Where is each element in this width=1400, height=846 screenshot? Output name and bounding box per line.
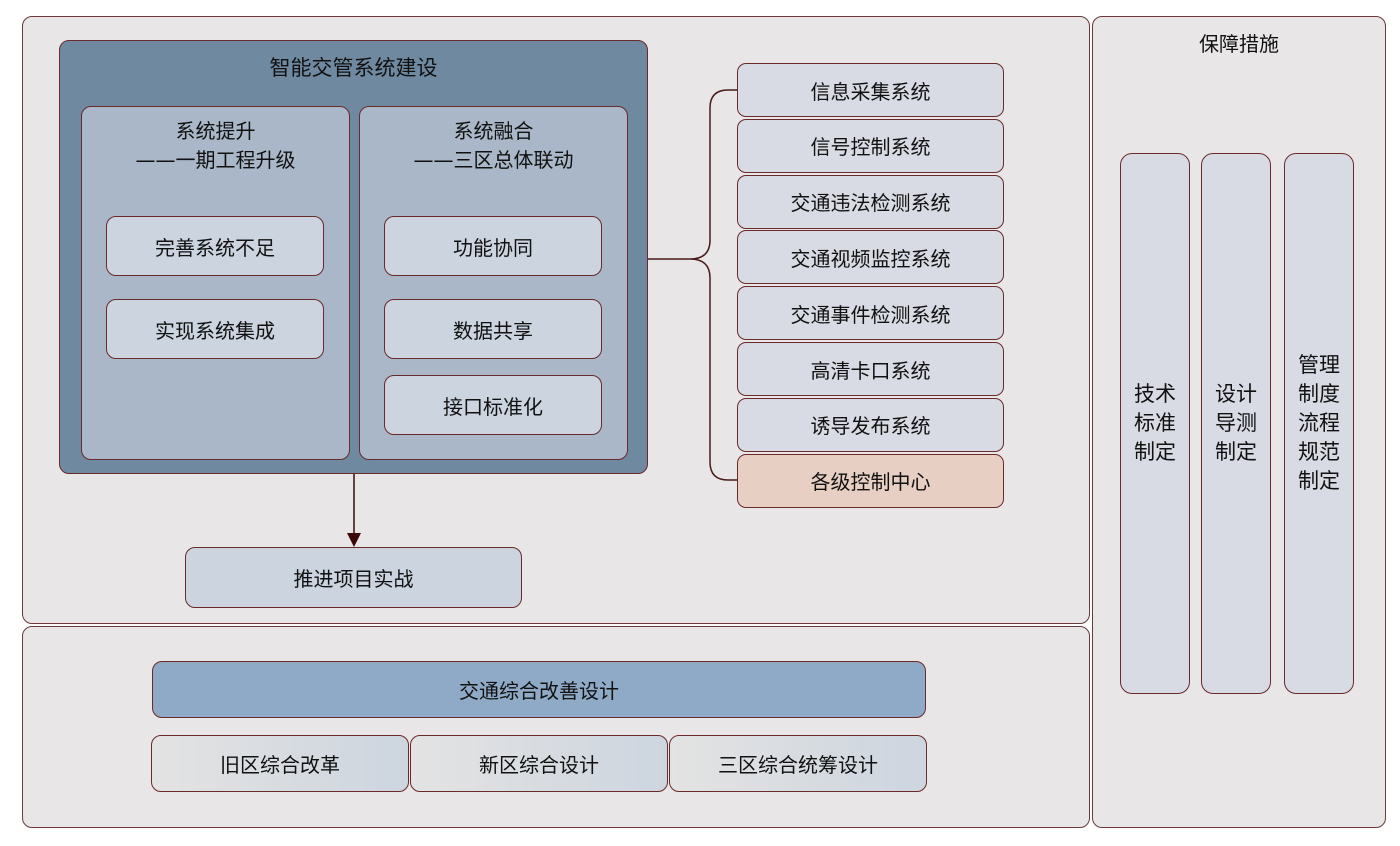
improvement-bar: 交通综合改善设计 [152, 661, 926, 718]
system-item: 诱导发布系统 [737, 397, 1004, 452]
fusion-item: 接口标准化 [384, 375, 602, 435]
upgrade-item: 完善系统不足 [106, 216, 324, 276]
upgrade-subtitle: ——一期工程升级 [135, 148, 296, 172]
improvement-item: 三区综合统筹设计 [669, 735, 927, 792]
upgrade-title: 系统提升 [175, 119, 256, 143]
system-item: 信息采集系统 [737, 63, 1004, 117]
improvement-item: 新区综合设计 [410, 735, 668, 792]
fusion-item: 数据共享 [384, 299, 602, 359]
system-item: 交通视频监控系统 [737, 230, 1004, 285]
system-item: 高清卡口系统 [737, 342, 1004, 396]
system-item: 交通事件检测系统 [737, 286, 1004, 341]
fusion-title: 系统融合 [453, 119, 534, 143]
safeguard-item: 设计 导测 制定 [1201, 153, 1271, 694]
improvement-item: 旧区综合改革 [151, 735, 409, 792]
promote-project-box: 推进项目实战 [185, 547, 522, 608]
system-item: 信号控制系统 [737, 118, 1004, 173]
fusion-subtitle: ——三区总体联动 [413, 148, 574, 172]
safeguard-item: 管理 制度 流程 规范 制定 [1284, 153, 1354, 694]
smart-traffic-title: 智能交管系统建设 [269, 56, 438, 80]
fusion-item: 功能协同 [384, 216, 602, 276]
brace-connector [648, 89, 737, 481]
upgrade-group: 系统提升 ——一期工程升级 [81, 106, 350, 460]
bottom-panel [22, 626, 1090, 828]
safeguards-title: 保障措施 [1199, 32, 1279, 56]
arrow-head-icon [347, 533, 361, 547]
upgrade-item: 实现系统集成 [106, 299, 324, 359]
safeguard-item: 技术 标准 制定 [1120, 153, 1190, 694]
system-item: 交通违法检测系统 [737, 174, 1004, 229]
system-item: 各级控制中心 [737, 453, 1004, 508]
